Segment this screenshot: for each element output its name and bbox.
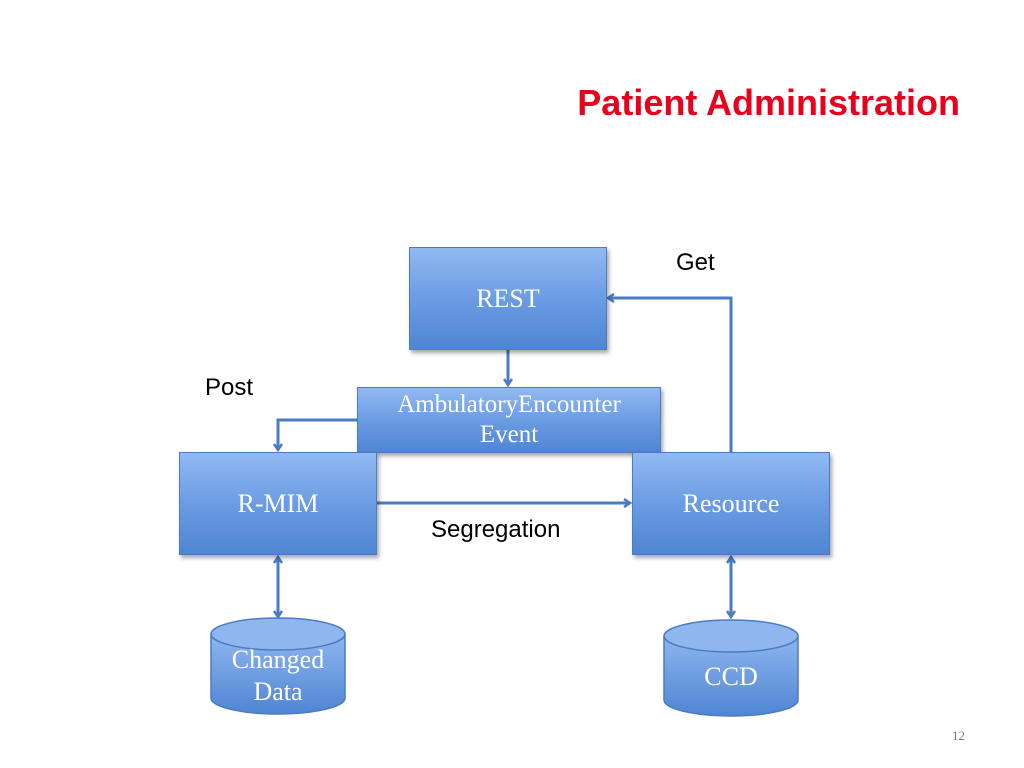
changed-data-cylinder xyxy=(210,617,346,715)
slide-title: Patient Administration xyxy=(577,82,960,123)
changed-data-line2: Data xyxy=(253,677,303,706)
changed-data-line1: Changed xyxy=(231,645,325,674)
get-label: Get xyxy=(676,249,715,276)
page-number: 12 xyxy=(952,728,965,743)
ambulatory-label-line2: Event xyxy=(479,421,539,448)
ccd-cylinder xyxy=(663,619,799,717)
get-arrow xyxy=(608,298,733,452)
ambulatory-encounter-event-node: AmbulatoryEncounter Event xyxy=(357,387,661,453)
rmim-label: R-MIM xyxy=(237,488,319,518)
changed-data-label: Changed Data xyxy=(211,644,345,708)
resource-node: Resource xyxy=(632,452,830,555)
post-label: Post xyxy=(205,374,254,401)
ambulatory-label-line1: AmbulatoryEncounter xyxy=(397,391,621,418)
ccd-label: CCD xyxy=(704,662,758,691)
segregation-label: Segregation xyxy=(431,516,561,543)
rest-node: REST xyxy=(409,247,607,350)
rest-label: REST xyxy=(476,283,540,313)
post-arrow xyxy=(278,418,358,450)
rmim-node: R-MIM xyxy=(179,452,377,555)
resource-label: Resource xyxy=(682,488,780,518)
